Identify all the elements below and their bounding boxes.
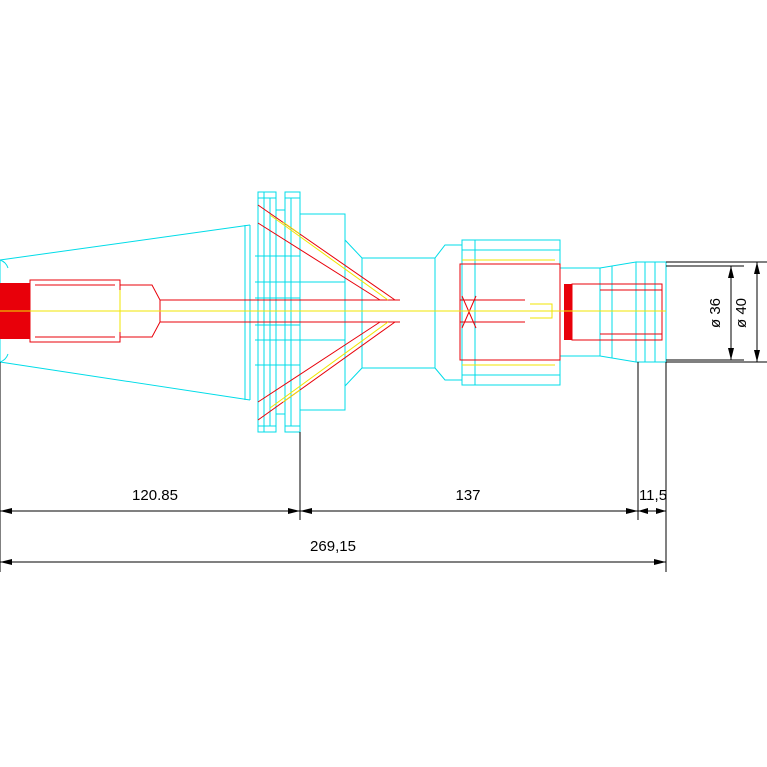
nose-insert [564,284,572,340]
dimension-body: 137 [300,487,638,514]
dimension-nose: 11,5 [638,487,667,514]
coolant-channel-upper [257,204,396,301]
dimension-overall: 269,15 [0,538,666,565]
center-lines [0,214,666,409]
inner-features [0,204,663,421]
flange-outline [257,191,277,433]
dimension-text-inner-diameter: ø 36 [707,298,724,328]
extension-lines [0,261,767,572]
dimension-text-taper: 120.85 [132,487,178,504]
dimension-taper: 120.85 [0,487,300,514]
dimension-outer-diameter: ø 40 [733,262,760,362]
holder-outline [0,191,667,433]
bore-threads [29,279,121,343]
dimension-text-outer-diameter: ø 40 [733,298,750,328]
dimension-text-nose: 11,5 [639,487,667,504]
collar-outline [300,213,346,411]
taper-outline [0,224,251,401]
dimension-text-body: 137 [455,487,480,504]
coolant-channel-lower [257,321,396,421]
dimension-inner-diameter: ø 36 [707,266,734,360]
dimension-text-overall: 269,15 [310,538,356,555]
nut-outline [461,239,561,386]
